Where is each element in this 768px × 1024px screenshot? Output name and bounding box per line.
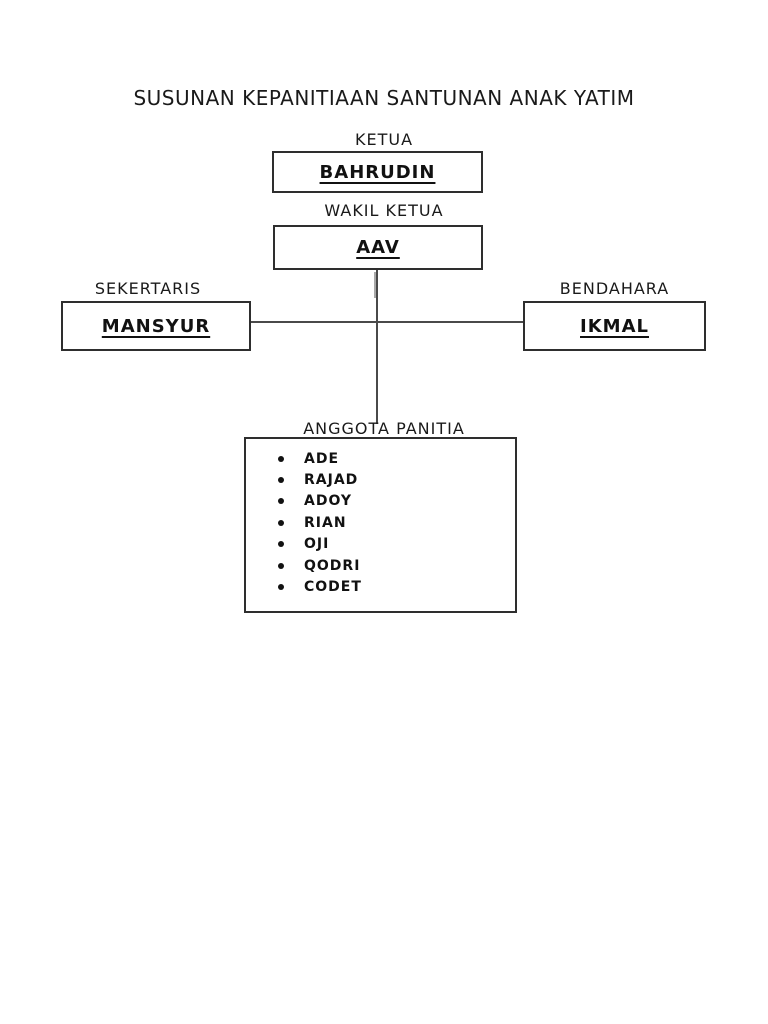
member-item: QODRI	[278, 555, 505, 576]
connector-vertical-line-light	[374, 272, 376, 298]
member-item: CODET	[278, 576, 505, 597]
person-name-wakil-ketua: AAV	[356, 237, 400, 258]
org-box-sekertaris: MANSYUR	[61, 301, 251, 351]
member-item: OJI	[278, 534, 505, 555]
person-name-ketua: BAHRUDIN	[319, 161, 436, 183]
member-item: ADE	[278, 448, 505, 469]
page-title: SUSUNAN KEPANITIAAN SANTUNAN ANAK YATIM	[133, 86, 635, 110]
member-item: ADOY	[278, 491, 505, 512]
member-item: RIAN	[278, 512, 505, 533]
person-name-bendahara: IKMAL	[580, 315, 649, 337]
role-label-wakil-ketua: WAKIL KETUA	[324, 201, 444, 220]
member-item: RAJAD	[278, 469, 505, 490]
person-name-sekertaris: MANSYUR	[101, 315, 211, 337]
org-box-wakil-ketua: AAV	[273, 225, 483, 270]
role-label-anggota-panitia: ANGGOTA PANITIA	[303, 419, 465, 438]
role-label-bendahara: BENDAHARA	[559, 279, 670, 298]
role-label-ketua: KETUA	[354, 130, 414, 149]
org-box-ketua: BAHRUDIN	[272, 151, 483, 193]
role-label-sekertaris: SEKERTARIS	[94, 279, 202, 298]
connector-horizontal-line	[251, 321, 523, 323]
org-box-bendahara: IKMAL	[523, 301, 706, 351]
connector-vertical-line	[376, 270, 378, 424]
